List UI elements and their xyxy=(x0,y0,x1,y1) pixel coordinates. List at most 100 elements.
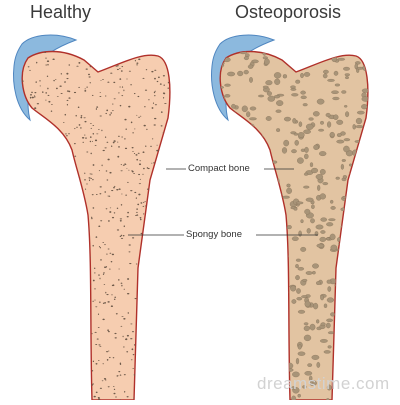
healthy-pore xyxy=(64,81,66,83)
healthy-pore xyxy=(132,368,135,369)
healthy-pore xyxy=(65,384,68,386)
healthy-pore xyxy=(29,297,32,300)
osteoporosis-pore xyxy=(305,271,313,275)
healthy-pore xyxy=(23,347,25,349)
healthy-pore xyxy=(62,140,64,142)
osteoporosis-pore xyxy=(343,145,350,153)
healthy-pore xyxy=(113,298,116,300)
healthy-pore xyxy=(40,164,43,166)
osteoporosis-pore xyxy=(224,83,231,87)
healthy-pore xyxy=(43,393,46,395)
osteoporosis-pore xyxy=(220,149,227,154)
osteoporosis-pore xyxy=(220,278,222,285)
osteoporosis-pore xyxy=(348,228,353,232)
osteoporosis-pore xyxy=(295,264,299,269)
osteoporosis-pore xyxy=(354,140,362,143)
osteoporosis-pore xyxy=(339,330,344,337)
healthy-pore xyxy=(52,294,54,297)
healthy-pore xyxy=(157,254,160,257)
healthy-pore xyxy=(62,386,65,388)
healthy-pore xyxy=(22,243,23,246)
healthy-pore xyxy=(62,336,65,339)
osteoporosis-pore xyxy=(243,271,249,276)
healthy-pore xyxy=(64,133,67,135)
healthy-pore xyxy=(139,160,142,162)
osteoporosis-pore xyxy=(271,290,276,297)
healthy-pore xyxy=(155,163,157,166)
healthy-pore xyxy=(96,54,98,56)
healthy-pore xyxy=(158,380,161,382)
healthy-pore xyxy=(66,78,69,80)
healthy-pore xyxy=(83,383,86,386)
healthy-pore xyxy=(44,291,47,293)
healthy-pore xyxy=(32,170,34,172)
healthy-pore xyxy=(40,160,43,162)
healthy-pore xyxy=(56,356,60,358)
healthy-pore xyxy=(165,138,167,141)
healthy-pore xyxy=(70,185,73,187)
osteoporosis-pore xyxy=(220,337,222,344)
osteoporosis-pore xyxy=(220,276,222,282)
osteoporosis-pore xyxy=(238,333,246,340)
osteoporosis-pore xyxy=(235,366,240,371)
healthy-pore xyxy=(81,203,84,205)
osteoporosis-pore xyxy=(346,354,351,358)
healthy-pore xyxy=(152,102,155,104)
osteoporosis-pore xyxy=(320,120,324,125)
healthy-pore xyxy=(119,235,122,237)
healthy-pore xyxy=(160,125,163,127)
osteoporosis-pore xyxy=(231,126,237,129)
healthy-pore xyxy=(68,314,71,317)
osteoporosis-pore xyxy=(282,289,289,296)
osteoporosis-pore xyxy=(330,206,336,210)
healthy-pore xyxy=(78,324,80,326)
healthy-pore xyxy=(162,168,165,170)
healthy-pore xyxy=(163,326,165,329)
healthy-pore xyxy=(139,216,142,219)
healthy-pore xyxy=(101,129,103,132)
healthy-pore xyxy=(38,258,40,260)
osteoporosis-pore xyxy=(309,375,313,382)
osteoporosis-pore xyxy=(265,80,273,86)
osteoporosis-pore xyxy=(327,286,332,292)
osteoporosis-pore xyxy=(291,236,299,241)
osteoporosis-pore xyxy=(312,263,319,269)
healthy-pore xyxy=(114,296,117,298)
osteoporosis-pore xyxy=(344,365,348,369)
healthy-pore xyxy=(78,283,80,285)
healthy-pore xyxy=(138,58,141,61)
healthy-pore xyxy=(76,182,79,184)
osteoporosis-pore xyxy=(239,284,246,291)
healthy-pore xyxy=(81,137,85,139)
healthy-pore xyxy=(92,360,95,363)
healthy-pore xyxy=(43,384,45,387)
healthy-pore xyxy=(44,259,48,262)
healthy-pore xyxy=(72,323,76,325)
healthy-pore xyxy=(39,343,42,345)
healthy-pore xyxy=(102,318,105,321)
healthy-pore xyxy=(102,363,104,365)
osteoporosis-pore xyxy=(342,175,347,179)
healthy-pore xyxy=(165,314,168,316)
healthy-pore xyxy=(121,86,124,88)
healthy-pore xyxy=(76,65,79,67)
healthy-pore xyxy=(166,180,169,183)
healthy-pore xyxy=(83,307,86,309)
healthy-pore xyxy=(31,161,34,163)
healthy-pore xyxy=(94,139,98,142)
healthy-pore xyxy=(127,278,130,280)
osteoporosis-pore xyxy=(220,149,227,153)
healthy-pore xyxy=(27,238,30,240)
healthy-pore xyxy=(140,115,142,117)
healthy-pore xyxy=(89,140,92,143)
healthy-pore xyxy=(53,312,56,314)
osteoporosis-pore xyxy=(301,295,308,299)
healthy-pore xyxy=(164,285,167,287)
healthy-pore xyxy=(83,117,86,119)
osteoporosis-pore xyxy=(326,297,334,303)
healthy-pore xyxy=(31,228,34,231)
osteoporosis-pore xyxy=(330,244,338,251)
healthy-pore xyxy=(58,188,61,190)
osteoporosis-pore xyxy=(304,208,311,215)
healthy-pore xyxy=(55,170,58,172)
